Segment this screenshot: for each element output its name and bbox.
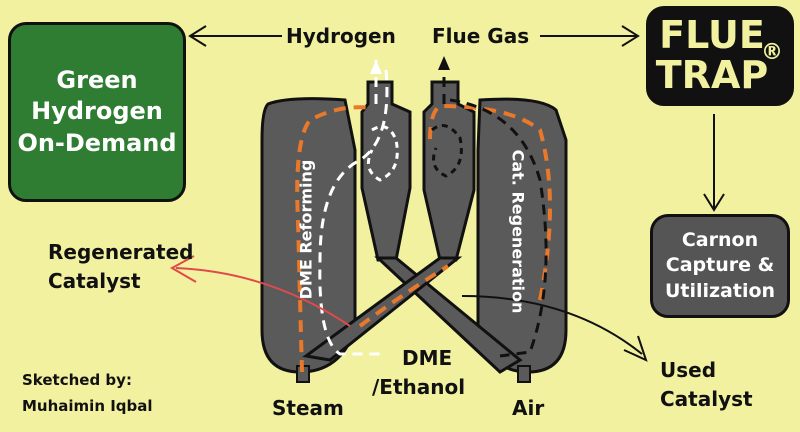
carbon-capture-line-1: Carnon <box>681 228 759 251</box>
orange-flow-reformer <box>295 105 373 373</box>
flue-trap-line-1: FLUE <box>659 13 765 58</box>
carbon-capture-line-2: Capture & <box>665 254 775 277</box>
black-flow-cyclone <box>431 124 463 178</box>
sketched-by-line-1: Sketched by: <box>22 371 132 389</box>
air-nozzle <box>517 365 531 383</box>
steam-label: Steam <box>272 396 344 420</box>
regenerated-catalyst-arrow <box>175 267 351 327</box>
flue-trap-box: FLUE TRAP ® <box>646 6 794 106</box>
hydrogen-label: Hydrogen <box>286 24 396 48</box>
used-catalyst-label: Used Catalyst <box>660 356 753 414</box>
carbon-capture-box: Carnon Capture & Utilization <box>650 214 790 318</box>
used-catalyst-arrow-head <box>623 335 648 362</box>
air-label: Air <box>512 396 545 420</box>
sketched-by-line-2: Muhaimin Iqbal <box>22 396 153 415</box>
regenerated-line-1: Regenerated <box>48 240 194 264</box>
carbon-capture-line-3: Utilization <box>664 279 776 302</box>
arrow-to-carbon-capture-head <box>703 193 725 212</box>
flue-outlet-arrow <box>438 56 450 70</box>
used-line-2: Catalyst <box>660 387 753 411</box>
dme-line-1: DME <box>402 346 453 370</box>
green-hydrogen-box: Green Hydrogen On-Demand <box>8 22 186 202</box>
orange-flow-regenerator <box>428 103 552 301</box>
flue-trap-line-2: TRAP <box>655 53 769 97</box>
hydrogen-outlet-arrow <box>370 60 382 74</box>
white-flow-cyclone <box>366 125 399 182</box>
dme-reforming-label: DME Reforming <box>296 159 316 300</box>
arrow-to-green-box-head <box>188 25 207 47</box>
green-hydrogen-line-1: Green <box>56 66 138 95</box>
regenerated-catalyst-label: Regenerated Catalyst <box>48 238 193 296</box>
sketched-by-label: Sketched by: Muhaimin Iqbal <box>22 368 153 419</box>
arrow-to-flue-trap-head <box>621 25 640 47</box>
regenerated-line-2: Catalyst <box>48 269 141 293</box>
orange-flow-cross <box>358 264 450 328</box>
used-line-1: Used <box>660 358 717 382</box>
green-hydrogen-line-3: On-Demand <box>17 128 177 157</box>
cat-regeneration-label: Cat. Regeneration <box>508 149 528 314</box>
used-catalyst-arrow <box>461 295 643 355</box>
dme-ethanol-label: DME /Ethanol <box>372 344 465 402</box>
dme-line-2: /Ethanol <box>372 375 466 399</box>
registered-mark: ® <box>761 40 783 65</box>
flue-gas-label: Flue Gas <box>432 24 530 48</box>
green-hydrogen-line-2: Hydrogen <box>31 97 163 126</box>
regenerated-catalyst-arrow-head <box>169 255 197 283</box>
